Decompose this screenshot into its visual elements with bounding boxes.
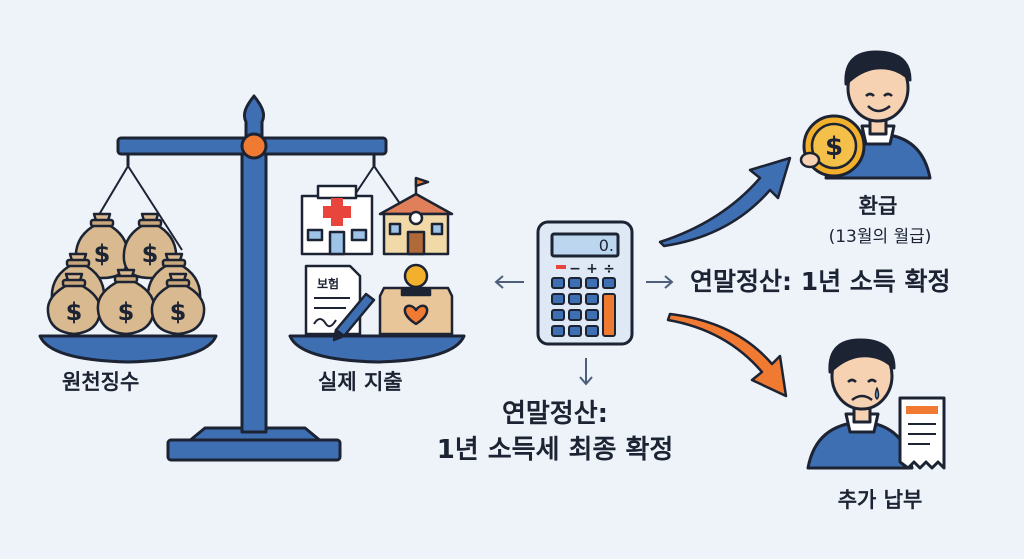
plus-icon: +: [586, 261, 598, 277]
arrow-left-icon: [494, 275, 524, 289]
center-caption-line2: 1년 소득세 최종 확정: [436, 435, 674, 465]
additional-payment-label: 추가 납부: [837, 488, 923, 512]
actual-spending-label: 실제 지출: [318, 370, 403, 394]
happy-person-icon: [799, 50, 932, 180]
coin-dollar-icon: $: [825, 132, 843, 162]
center-caption-line1: 연말정산:: [501, 399, 609, 429]
balance-scale-icon: [38, 94, 466, 462]
refund-label: 환급: [858, 194, 898, 218]
minus-icon: −: [569, 261, 581, 277]
calculator-icon: [536, 220, 634, 346]
worried-person-icon: [806, 338, 946, 470]
dollar-icon: $: [170, 298, 187, 326]
divide-icon: ÷: [603, 261, 615, 277]
insurance-document-label: 보험: [317, 276, 339, 291]
school-icon: [378, 176, 454, 256]
arrow-down-icon: [579, 358, 593, 386]
insurance-document-icon: [304, 264, 376, 342]
arrow-up-refund-icon: [658, 156, 792, 248]
red-key-icon: [556, 265, 566, 269]
dollar-icon: $: [94, 240, 111, 268]
arrow-down-payment-icon: [666, 312, 788, 398]
dollar-icon: $: [118, 298, 135, 326]
center-caption: 연말정산: 1년 소득세 최종 확정: [420, 396, 690, 468]
refund-sub-label: (13월의 월급): [828, 227, 932, 247]
calculator-display: 0.: [599, 236, 614, 255]
money-bags-icon: [46, 212, 206, 336]
donation-box-icon: [378, 263, 454, 336]
withholding-label: 원천징수: [62, 370, 140, 394]
arrow-right-icon: [646, 275, 674, 289]
dollar-icon: $: [66, 298, 83, 326]
hospital-icon: [300, 184, 374, 256]
dollar-icon: $: [142, 240, 159, 268]
mid-caption: 연말정산: 1년 소득 확정: [690, 267, 951, 296]
